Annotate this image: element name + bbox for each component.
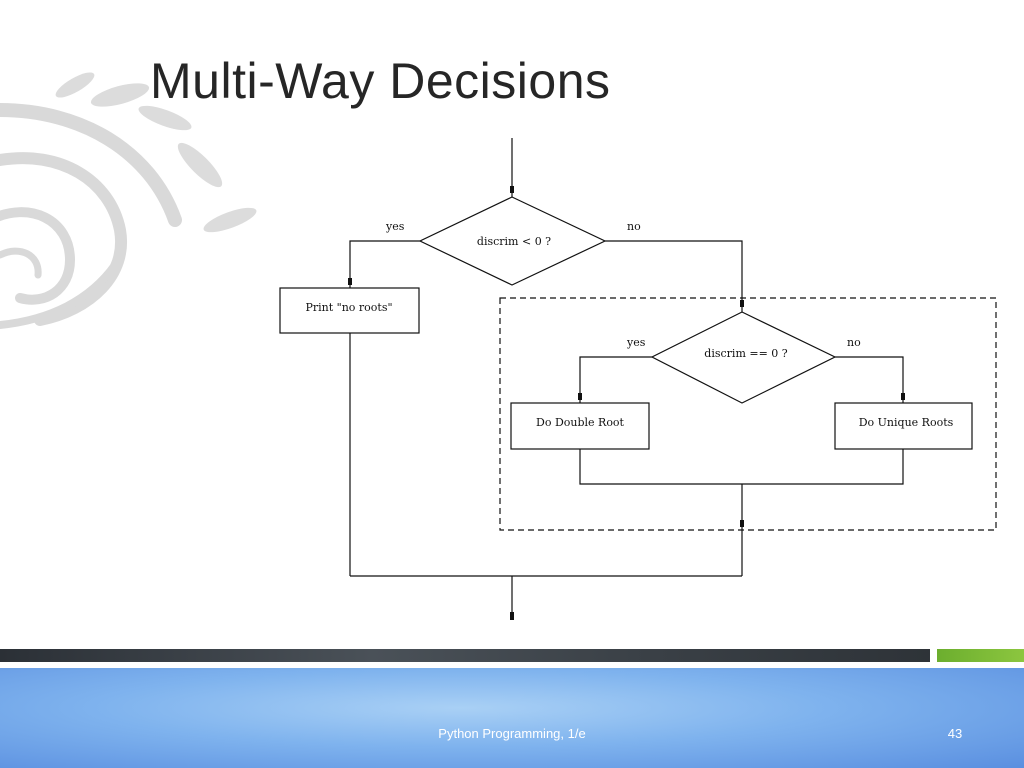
decision-inner-shape (650, 311, 837, 404)
decision-inner-label: discrim == 0 ? (704, 347, 787, 360)
edge-inner-join (579, 449, 904, 485)
footer-band (0, 668, 1024, 768)
slide-title: Multi-Way Decisions (150, 53, 611, 109)
footer-divider-green (937, 649, 1024, 662)
footer-divider-dark (0, 649, 930, 662)
process-double-root-label: Do Double Root (536, 416, 625, 429)
arrow-marker (901, 393, 905, 400)
arrow-marker (578, 393, 582, 400)
process-unique-roots-label: Do Unique Roots (859, 416, 954, 429)
decision-outer-shape (418, 196, 607, 286)
footer-caption: Python Programming, 1/e (438, 726, 586, 741)
arrow-marker (348, 278, 352, 285)
arrow-marker (510, 612, 514, 620)
decorative-swirl-ornament (0, 72, 257, 329)
edge-label-no-inner: no (847, 336, 861, 349)
edge-outer-yes (349, 240, 420, 288)
edge-inner-yes (579, 356, 652, 403)
flowchart-diagram: discrim < 0 ? discrim == 0 ? Print "no r… (279, 138, 997, 620)
process-no-roots-label: Print "no roots" (305, 301, 392, 314)
arrow-marker (510, 186, 514, 193)
edge-inner-no (835, 356, 904, 403)
edge-label-no-outer: no (627, 220, 641, 233)
edge-label-yes-outer: yes (385, 220, 405, 233)
edge-label-yes-inner: yes (626, 336, 646, 349)
arrow-marker (740, 520, 744, 527)
arrow-marker (740, 300, 744, 307)
dashed-group-box (499, 297, 997, 531)
edge-outer-no (605, 240, 743, 312)
page-number: 43 (947, 726, 963, 741)
decision-outer-label: discrim < 0 ? (477, 235, 551, 248)
